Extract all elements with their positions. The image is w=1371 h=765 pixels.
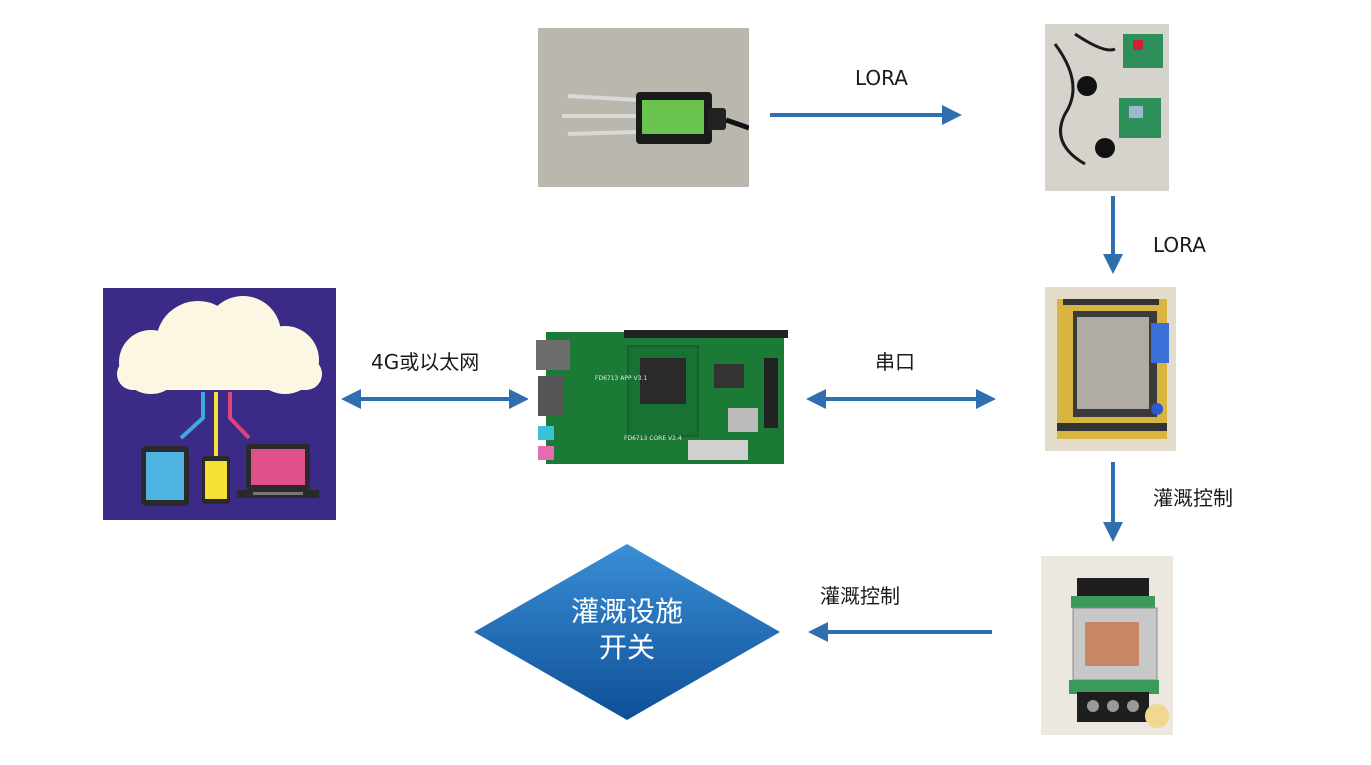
link-label-lora-2: LORA [1153,233,1206,257]
link-label-serial: 串口 [875,350,915,374]
soil-sensor-photo [538,28,749,187]
switch-label-line2: 开关 [598,631,655,664]
link-label-4g-ethernet: 4G或以太网 [371,350,480,374]
laptop-icon [237,444,319,498]
lora-modules-photo [1045,24,1169,191]
link-label-lora-1: LORA [855,66,908,90]
board-app-silk: FD6713 APP V3.1 [595,375,647,382]
cloud-icon [117,296,322,394]
tablet-icon [141,446,189,506]
link-label-irrigation-control-1: 灌溉控制 [1153,486,1233,510]
board-core-silk: FD6713 CORE V2.4 [624,435,682,442]
cloud-devices-icon [103,288,336,520]
link-label-irrigation-control-2: 灌溉控制 [820,584,900,608]
irrigation-switch-node: 灌溉设施 开关 [472,542,782,722]
lcd-controller-photo [1045,287,1176,451]
dev-board-photo: FD6713 APP V3.1 FD6713 CORE V2.4 [528,328,788,468]
relay-photo [1041,556,1173,735]
switch-label-line1: 灌溉设施 [570,595,683,628]
phone-icon [202,456,230,504]
